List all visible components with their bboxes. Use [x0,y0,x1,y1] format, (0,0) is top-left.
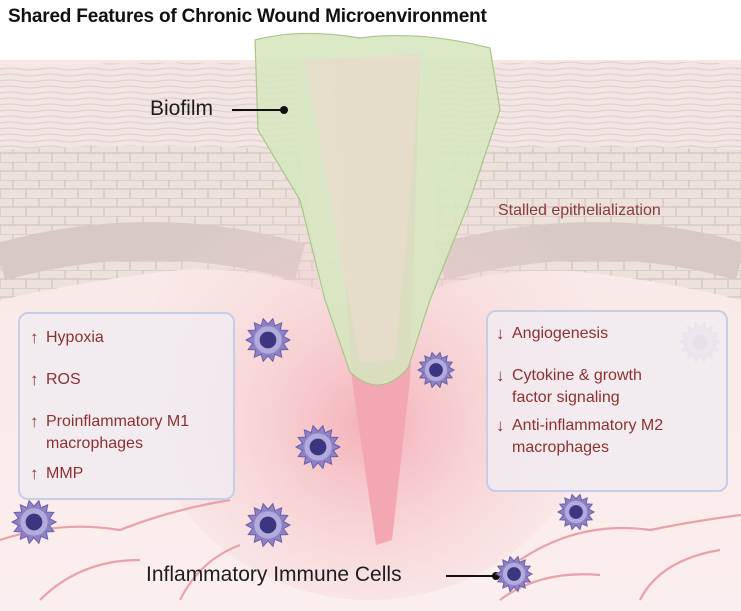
down-arrow-icon: ↓ [496,324,505,343]
biofilm-leader-dot [280,106,288,114]
immune-cell [494,555,534,593]
stratum-corneum-right [440,61,741,150]
stratum-corneum-left [0,62,300,150]
biofilm-core [305,54,420,362]
up-arrow-icon: ↑ [30,370,39,389]
up-arrow-icon: ↑ [30,412,39,431]
immune-cell [294,424,342,470]
immune-cell [556,493,596,531]
up-arrow-icon: ↑ [30,464,39,483]
down-arrow-icon: ↓ [496,366,505,385]
immune-cell [244,317,292,363]
biofilm-label: Biofilm [150,97,214,120]
up-arrow-icon: ↑ [30,328,39,347]
immune-cell [416,351,456,389]
increased-factors-box: ↑ Hypoxia ↑ ROS ↑ Proinflammatory M1 mac… [18,312,235,500]
stalled-epithelialization-label: Stalled epithelialization [498,202,661,219]
decreased-factors-box: ↓ Angiogenesis ↓ Cytokine & growth facto… [486,310,728,492]
immune-cell [10,499,58,545]
diagram-title: Shared Features of Chronic Wound Microen… [8,6,487,27]
immune-cells-label: Inflammatory Immune Cells [146,563,402,586]
down-arrow-icon: ↓ [496,416,505,435]
immune-cell [244,502,292,548]
